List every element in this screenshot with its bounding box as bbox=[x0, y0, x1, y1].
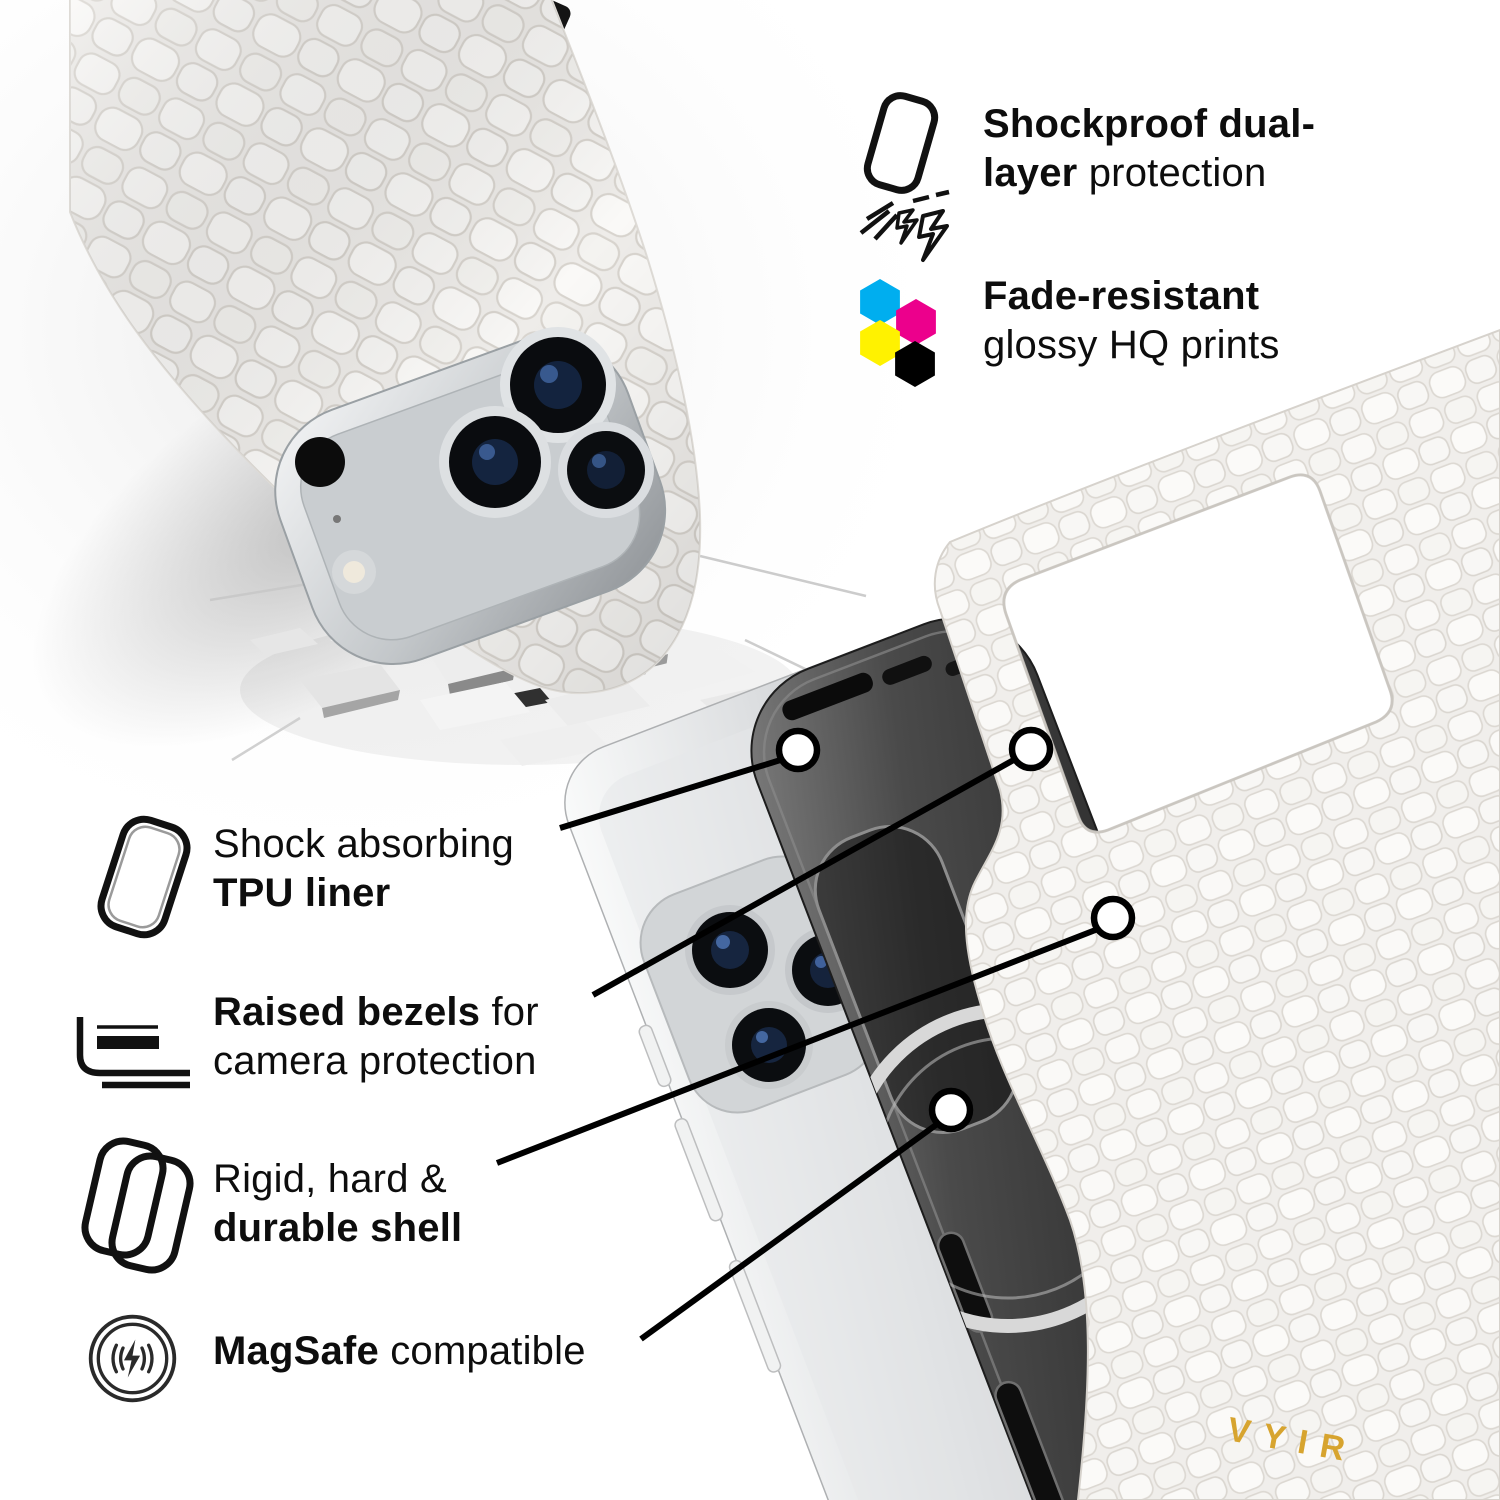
callout-marker-shell bbox=[1090, 895, 1136, 941]
callout-markers bbox=[775, 726, 1136, 1133]
feature-fade-resistant: Fade-resistant glossy HQ prints bbox=[983, 274, 1280, 367]
hex-magenta bbox=[896, 299, 936, 345]
falling-case bbox=[69, 0, 702, 694]
phone-volume-button bbox=[674, 1118, 724, 1222]
feature-raised-bezels: Raised bezels for camera protection bbox=[213, 990, 539, 1083]
falling-case-lenses bbox=[295, 327, 654, 594]
tpu-button-cutout-2 bbox=[994, 1380, 1065, 1500]
shockproof-impact-icon bbox=[859, 92, 950, 262]
tpu-liner-icon bbox=[97, 815, 191, 939]
callouts bbox=[495, 754, 1100, 1342]
raised-bezels-icon bbox=[76, 1017, 190, 1089]
callout-line-magsafe bbox=[639, 1119, 942, 1342]
shell-camera-cutout bbox=[1002, 473, 1394, 834]
phone-action-button bbox=[638, 1024, 672, 1088]
callout-line-shell bbox=[495, 926, 1100, 1166]
feature-durable-shell: Rigid, hard & durable shell bbox=[213, 1157, 463, 1250]
callout-marker-magsafe bbox=[928, 1087, 974, 1133]
hex-black bbox=[895, 341, 935, 387]
durable-shell-icon bbox=[81, 1137, 194, 1274]
callout-line-bezels bbox=[591, 754, 1021, 998]
feature-shockproof-line1: Shockproof dual- bbox=[983, 102, 1316, 146]
callout-marker-bezels bbox=[1008, 726, 1054, 772]
hex-yellow bbox=[860, 320, 900, 366]
phone-power-button bbox=[728, 1259, 782, 1373]
magsafe-coil-icon bbox=[88, 1314, 177, 1403]
croc-shell: VYIR bbox=[933, 328, 1500, 1500]
callout-marker-tpu bbox=[775, 727, 821, 773]
hex-cyan bbox=[860, 279, 900, 325]
feature-tpu-liner: Shock absorbing TPU liner bbox=[213, 822, 514, 915]
feature-shockproof: Shockproof dual- layer protection bbox=[983, 102, 1316, 195]
callout-line-tpu bbox=[559, 755, 788, 831]
cmyk-hexagons-icon bbox=[860, 279, 936, 387]
feature-magsafe: MagSafe compatible bbox=[213, 1329, 586, 1373]
